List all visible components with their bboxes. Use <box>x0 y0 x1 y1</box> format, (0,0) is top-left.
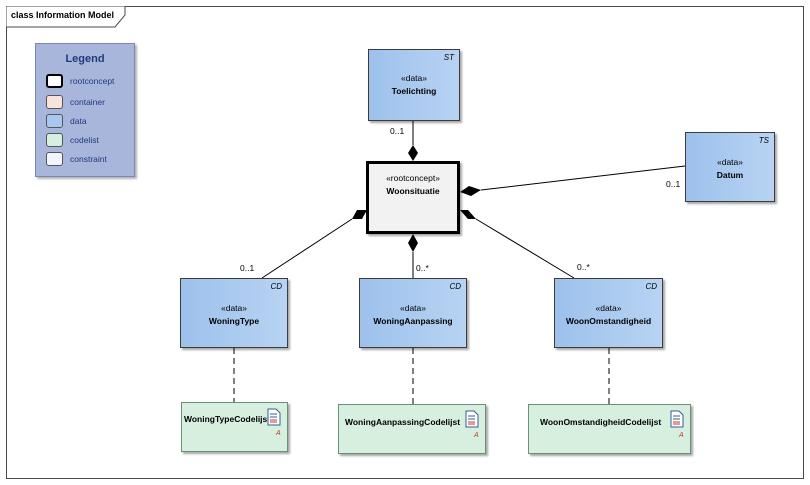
legend-title: Legend <box>65 53 105 65</box>
multiplicity-woonomstandigheid: 0..* <box>577 262 590 272</box>
frame-title: class Information Model <box>11 10 115 20</box>
class-woonsituatie[interactable]: «rootconcept» Woonsituatie <box>366 161 460 234</box>
document-icon: A <box>465 410 479 438</box>
legend-swatch <box>46 133 63 147</box>
multiplicity-woningtype: 0..1 <box>240 263 255 273</box>
codelist-name: WoningAanpassingCodelijst <box>345 417 461 427</box>
multiplicity-woningaanpassing: 0..* <box>416 263 429 273</box>
class-woningtype[interactable]: CD «data» WoningType <box>180 278 288 348</box>
legend-label: data <box>70 116 87 126</box>
legend-label: codelist <box>70 135 99 145</box>
class-toelichting[interactable]: ST «data» Toelichting <box>368 49 460 121</box>
class-stereotype: «data» <box>717 157 743 167</box>
class-tag: CD <box>449 282 461 291</box>
legend-label: constraint <box>70 154 107 164</box>
composition-diamond-datum <box>460 186 481 196</box>
class-woonomstandigheid[interactable]: CD «data» WoonOmstandigheid <box>554 278 663 348</box>
class-tag: CD <box>645 282 657 291</box>
class-name: WoningAanpassing <box>373 316 453 326</box>
document-icon: A <box>267 408 281 436</box>
class-tag: TS <box>758 136 769 145</box>
edge-woningtype <box>261 218 353 279</box>
class-tag: CD <box>270 282 282 291</box>
codelist-woningaanpassingcodelijst[interactable]: WoningAanpassingCodelijst A <box>338 404 486 454</box>
legend-swatch <box>46 114 63 128</box>
codelist-name: WoningTypeCodelijst <box>184 414 271 424</box>
document-icon: A <box>670 410 684 438</box>
class-stereotype: «data» <box>401 73 427 83</box>
legend-swatch <box>46 152 63 166</box>
class-stereotype: «data» <box>221 303 247 313</box>
class-woningaanpassing[interactable]: CD «data» WoningAanpassing <box>359 278 467 348</box>
legend-swatch <box>46 74 63 88</box>
codelist-woonomstandigheidcodelijst[interactable]: WoonOmstandigheidCodelijst A <box>528 404 691 454</box>
class-name: WoningType <box>208 316 260 326</box>
class-datum[interactable]: TS «data» Datum <box>685 132 775 202</box>
codelist-name: WoonOmstandigheidCodelijst <box>540 417 662 427</box>
class-name: WoonOmstandigheid <box>565 316 652 326</box>
composition-diamond-woningtype <box>352 210 367 219</box>
svg-text:A: A <box>678 432 684 438</box>
svg-text:A: A <box>473 432 479 438</box>
class-name: Toelichting <box>391 86 437 96</box>
legend: Legend rootconcept container data codeli… <box>35 43 135 177</box>
class-name: Woonsituatie <box>386 186 440 196</box>
composition-diamond-toelichting <box>408 145 418 161</box>
class-tag: ST <box>443 53 454 62</box>
multiplicity-toelichting: 0..1 <box>390 126 405 136</box>
class-stereotype: «rootconcept» <box>386 173 440 183</box>
composition-diamond-woonomstandigheid <box>460 210 476 219</box>
class-name: Datum <box>716 170 744 180</box>
legend-label: rootconcept <box>70 76 115 86</box>
class-stereotype: «data» <box>400 303 426 313</box>
class-stereotype: «data» <box>595 303 622 313</box>
composition-diamond-woningaanpassing <box>408 234 418 252</box>
legend-swatch <box>46 95 63 109</box>
edge-datum <box>480 165 686 191</box>
edge-woonomstandigheid <box>475 218 575 279</box>
codelist-woningtypecodelijst[interactable]: WoningTypeCodelijst A <box>181 402 288 452</box>
frame-title-tab <box>6 6 126 28</box>
legend-label: container <box>70 97 105 107</box>
multiplicity-datum: 0..1 <box>666 179 681 189</box>
svg-text:A: A <box>275 430 281 436</box>
